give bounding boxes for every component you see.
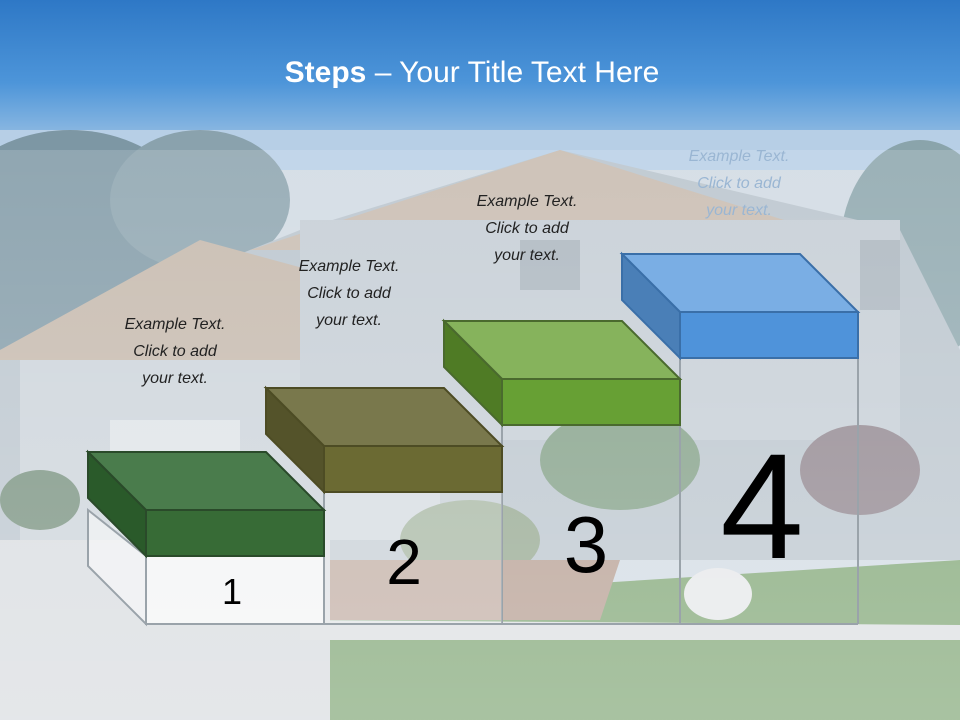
caption-line: Click to add xyxy=(485,220,569,237)
step-4-block[interactable] xyxy=(619,251,861,624)
step-3-number: 3 xyxy=(564,500,609,589)
caption-line: Click to add xyxy=(697,175,781,192)
step-3-block[interactable] xyxy=(441,318,683,624)
step-1-number: 1 xyxy=(222,571,242,612)
step-1-caption[interactable]: Example Text. Click to add your text. xyxy=(90,311,260,392)
slide-title[interactable]: Steps – Your Title Text Here xyxy=(0,56,944,90)
step-4-caption[interactable]: Example Text. Click to add your text. xyxy=(654,143,824,224)
step-2-block[interactable] xyxy=(263,385,505,624)
title-rest: – Your Title Text Here xyxy=(366,56,660,89)
caption-line: Click to add xyxy=(307,285,391,302)
caption-line: your text. xyxy=(142,370,208,387)
step-2-caption[interactable]: Example Text. Click to add your text. xyxy=(264,253,434,334)
caption-line: your text. xyxy=(706,202,772,219)
step-3-caption[interactable]: Example Text. Click to add your text. xyxy=(442,188,612,269)
title-bold: Steps xyxy=(284,56,367,89)
caption-line: your text. xyxy=(316,312,382,329)
caption-line: Example Text. xyxy=(124,316,226,333)
caption-line: your text. xyxy=(494,247,560,264)
step-1-block[interactable] xyxy=(85,449,327,627)
step-2-number: 2 xyxy=(386,526,422,598)
caption-line: Click to add xyxy=(133,343,217,360)
caption-line: Example Text. xyxy=(688,148,790,165)
caption-line: Example Text. xyxy=(476,193,578,210)
caption-line: Example Text. xyxy=(298,258,400,275)
step-4-number: 4 xyxy=(720,422,803,590)
